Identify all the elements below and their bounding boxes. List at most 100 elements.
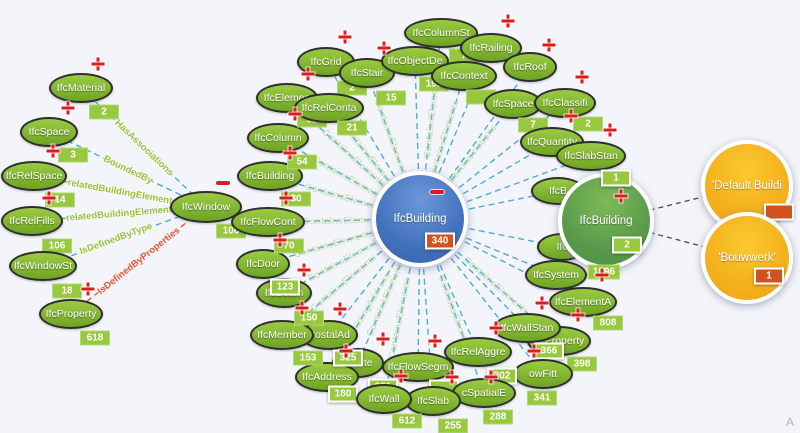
expand-plus-button[interactable]: [445, 370, 459, 384]
expand-plus-button[interactable]: [376, 332, 390, 346]
node-IfcProperty-left[interactable]: IfcProperty: [39, 299, 103, 329]
node-IfcRelFills[interactable]: IfcRelFills: [1, 206, 63, 236]
expand-plus-button[interactable]: [279, 191, 293, 205]
collapse-minus-button[interactable]: [430, 190, 444, 194]
count-badge: 2: [89, 104, 119, 120]
node-label: IfcStair: [350, 67, 384, 79]
count-badge: 255: [438, 418, 468, 433]
expand-plus-button[interactable]: [571, 308, 585, 322]
node-IfcSlab[interactable]: IfcSlab: [405, 386, 461, 416]
node-label: IfcDoor: [246, 258, 280, 270]
node-IfcWall[interactable]: IfcWall: [356, 384, 412, 414]
node-IfcWindowSt[interactable]: IfcWindowSt: [9, 251, 77, 281]
node-label: IfcWall: [368, 393, 400, 405]
node-label: IfcB: [548, 185, 568, 197]
expand-plus-button[interactable]: [489, 321, 503, 335]
expand-plus-button[interactable]: [297, 263, 311, 277]
count-badge: 341: [527, 390, 557, 406]
expand-plus-button[interactable]: [338, 30, 352, 44]
node-IfcStair[interactable]: IfcStair: [339, 58, 395, 88]
expand-plus-button[interactable]: [614, 189, 628, 203]
expand-plus-button[interactable]: [333, 302, 347, 316]
expand-plus-button[interactable]: [273, 233, 287, 247]
count-badge: 288: [483, 409, 513, 425]
node-IfcWindow[interactable]: IfcWindow: [170, 191, 242, 223]
node-IfcMember[interactable]: IfcMember: [250, 320, 314, 350]
count-badge: 366: [534, 342, 564, 360]
expand-plus-button[interactable]: [81, 282, 95, 296]
node-IfcRoof[interactable]: IfcRoof: [503, 52, 557, 82]
count-badge: 18: [52, 283, 82, 299]
node-IfcRelConta[interactable]: IfcRelConta: [294, 93, 364, 123]
node-label: PostalAd: [307, 329, 351, 341]
node-IfcRelSpace[interactable]: IfcRelSpace: [1, 161, 67, 191]
edge: [277, 137, 421, 220]
count-badge: 80: [281, 191, 311, 207]
node-label: IfcClassifi: [542, 97, 588, 109]
node-label: IfcSlab: [416, 395, 450, 407]
node-IfcFlowFitt[interactable]: owFitt: [513, 359, 573, 389]
node-label: IfcSpace: [28, 126, 70, 138]
node-label: IfcBuilding: [245, 170, 295, 182]
node-IfcMaterial[interactable]: IfcMaterial: [49, 73, 113, 103]
node-IfcSpace-left[interactable]: IfcSpace: [20, 117, 78, 147]
node-IfcSpace-ring[interactable]: IfcSpace: [484, 89, 542, 119]
expand-plus-button[interactable]: [295, 301, 309, 315]
node-IfcContext[interactable]: IfcContext: [431, 61, 497, 91]
node-IfcBuilding-instance[interactable]: IfcBuilding: [558, 173, 654, 269]
expand-plus-button[interactable]: [603, 123, 617, 137]
node-label: IfcGrid: [310, 56, 342, 68]
expand-plus-button[interactable]: [91, 57, 105, 71]
expand-plus-button[interactable]: [394, 369, 408, 383]
node-label: IfcWallStan: [500, 322, 554, 334]
node-label: IfcElementA: [554, 296, 612, 308]
node-label: IfcSystem: [532, 269, 580, 281]
expand-plus-button[interactable]: [61, 101, 75, 115]
expand-plus-button[interactable]: [564, 109, 578, 123]
expand-plus-button[interactable]: [484, 370, 498, 384]
node-IfcPostalAd[interactable]: PostalAd: [300, 320, 358, 350]
expand-plus-button[interactable]: [301, 67, 315, 81]
expand-plus-button[interactable]: [288, 107, 302, 121]
expand-plus-button[interactable]: [339, 344, 353, 358]
expand-plus-button[interactable]: [527, 344, 541, 358]
expand-plus-button[interactable]: [46, 144, 60, 158]
node-IfcSystem[interactable]: IfcSystem: [525, 260, 587, 290]
count-badge: 618: [80, 330, 110, 346]
expand-plus-button[interactable]: [542, 38, 556, 52]
edge: [48, 131, 207, 208]
expand-plus-button[interactable]: [575, 70, 589, 84]
node-hidden-IfcB[interactable]: IfcB: [531, 177, 585, 205]
node-IfcColumn[interactable]: IfcColumn: [247, 123, 309, 153]
count-badge: 180: [328, 385, 358, 403]
node-IfcElementA[interactable]: IfcElementA: [549, 287, 617, 317]
node-label: IfcMember: [257, 329, 307, 341]
node-label: 'Bouwwerk': [718, 252, 776, 264]
expand-plus-button[interactable]: [42, 191, 56, 205]
expand-plus-button[interactable]: [428, 334, 442, 348]
expand-plus-button[interactable]: [283, 146, 297, 160]
expand-plus-button[interactable]: [501, 14, 515, 28]
collapse-minus-button[interactable]: [216, 181, 230, 185]
count-badge: 398: [567, 356, 597, 372]
node-IfcDoor[interactable]: IfcDoor: [236, 249, 290, 279]
node-IfcSlabStan[interactable]: IfcSlabStan: [556, 141, 626, 171]
node-IfcFlowCont[interactable]: IfcFlowCont: [231, 207, 305, 237]
node-label: IfcFlowCont: [240, 216, 296, 228]
expand-plus-button[interactable]: [595, 268, 609, 282]
node-IfcWallStan[interactable]: IfcWallStan: [493, 313, 561, 343]
node-bouwwerk[interactable]: 'Bouwwerk': [701, 212, 793, 304]
node-label: 'Default Buildi: [712, 180, 782, 192]
node-IfcFlowSegm[interactable]: IfcFlowSegm: [382, 352, 454, 382]
node-label: IfcRoof: [513, 61, 547, 73]
expand-plus-button[interactable]: [377, 41, 391, 55]
node-IfcBuilding-hub[interactable]: IfcBuilding: [372, 171, 468, 267]
expand-plus-button[interactable]: [535, 296, 549, 310]
count-badge: 340: [425, 232, 455, 250]
edge: [80, 87, 207, 208]
count-badge: 21: [337, 120, 367, 136]
count-badge: 2: [573, 116, 603, 132]
node-IfcRelAggre[interactable]: IfcRelAggre: [444, 337, 512, 367]
node-label: IfcRailing: [469, 42, 513, 54]
